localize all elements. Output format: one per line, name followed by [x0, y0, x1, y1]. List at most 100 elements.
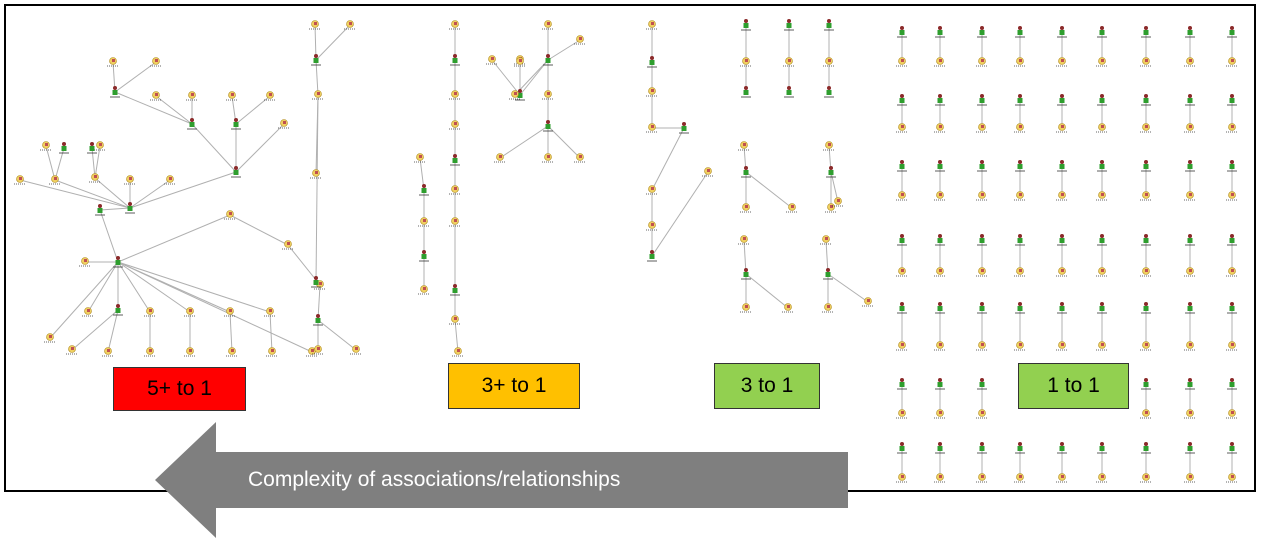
person-icon	[1015, 442, 1025, 454]
person-icon	[1015, 94, 1025, 106]
house-icon	[646, 185, 658, 195]
house-icon	[1014, 267, 1026, 277]
person-icon	[1141, 160, 1151, 172]
edge	[117, 261, 313, 353]
edge	[235, 123, 285, 173]
edge	[99, 207, 131, 211]
person-icon	[1227, 234, 1237, 246]
person-icon	[1097, 442, 1107, 454]
house-icon	[1140, 57, 1152, 67]
category-label-one: 1 to 1	[1018, 363, 1129, 409]
house-icon	[1184, 57, 1196, 67]
house-icon	[150, 57, 162, 67]
edge	[117, 261, 191, 313]
house-icon	[1226, 191, 1238, 201]
house-icon	[823, 57, 835, 67]
house-icon	[1056, 267, 1068, 277]
house-icon	[1014, 473, 1026, 483]
house-icon	[418, 285, 430, 295]
person-icon	[784, 86, 794, 98]
house-icon	[494, 153, 506, 163]
house-icon	[184, 307, 196, 317]
person-icon	[935, 234, 945, 246]
house-icon	[976, 473, 988, 483]
person-icon	[419, 184, 429, 196]
category-label-five-plus: 5+ to 1	[113, 367, 246, 411]
person-icon	[897, 234, 907, 246]
person-icon	[1185, 442, 1195, 454]
house-icon	[1096, 267, 1108, 277]
person-icon	[824, 86, 834, 98]
house-icon	[224, 307, 236, 317]
house-icon	[344, 20, 356, 30]
house-icon	[312, 90, 324, 100]
edge	[19, 179, 131, 209]
person-icon	[419, 250, 429, 262]
person-icon	[1227, 302, 1237, 314]
person-icon	[935, 26, 945, 38]
house-icon	[264, 307, 276, 317]
person-icon	[897, 302, 907, 314]
person-icon	[1057, 442, 1067, 454]
house-icon	[740, 303, 752, 313]
house-icon	[574, 153, 586, 163]
nodes-layer	[14, 19, 1238, 483]
person-icon	[826, 166, 836, 178]
house-icon	[150, 91, 162, 101]
person-icon	[935, 378, 945, 390]
house-icon	[934, 57, 946, 67]
person-icon	[87, 142, 97, 154]
person-icon	[450, 54, 460, 66]
house-icon	[1056, 123, 1068, 133]
house-icon	[226, 347, 238, 357]
edge	[129, 171, 237, 209]
house-icon	[449, 120, 461, 130]
edge	[235, 95, 271, 125]
house-icon	[186, 91, 198, 101]
house-icon	[934, 341, 946, 351]
house-icon	[646, 123, 658, 133]
edge	[49, 261, 119, 339]
house-icon	[452, 347, 464, 357]
house-icon	[934, 409, 946, 419]
edge	[547, 125, 581, 159]
person-icon	[1141, 94, 1151, 106]
house-icon	[896, 473, 908, 483]
edge	[745, 273, 789, 309]
person-icon	[1141, 302, 1151, 314]
house-icon	[1096, 341, 1108, 351]
person-icon	[1015, 26, 1025, 38]
person-icon	[1141, 234, 1151, 246]
edge	[499, 125, 549, 159]
house-icon	[94, 141, 106, 151]
person-icon	[311, 276, 321, 288]
edge	[547, 39, 581, 61]
house-icon	[542, 20, 554, 30]
house-icon	[934, 191, 946, 201]
person-icon	[977, 442, 987, 454]
person-icon	[1141, 26, 1151, 38]
house-icon	[1226, 267, 1238, 277]
edge	[87, 261, 119, 313]
person-icon	[935, 94, 945, 106]
person-icon	[59, 142, 69, 154]
house-icon	[1140, 473, 1152, 483]
house-icon	[738, 141, 750, 151]
house-icon	[40, 141, 52, 151]
house-icon	[1184, 473, 1196, 483]
person-icon	[450, 284, 460, 296]
house-icon	[646, 87, 658, 97]
edge	[114, 61, 157, 93]
edge	[315, 59, 319, 96]
house-icon	[934, 123, 946, 133]
house-icon	[782, 303, 794, 313]
edge	[745, 171, 793, 209]
house-icon	[1184, 267, 1196, 277]
person-icon	[679, 122, 689, 134]
person-icon	[311, 54, 321, 66]
person-icon	[313, 314, 323, 326]
house-icon	[449, 217, 461, 227]
house-icon	[89, 173, 101, 183]
edge	[117, 261, 271, 313]
